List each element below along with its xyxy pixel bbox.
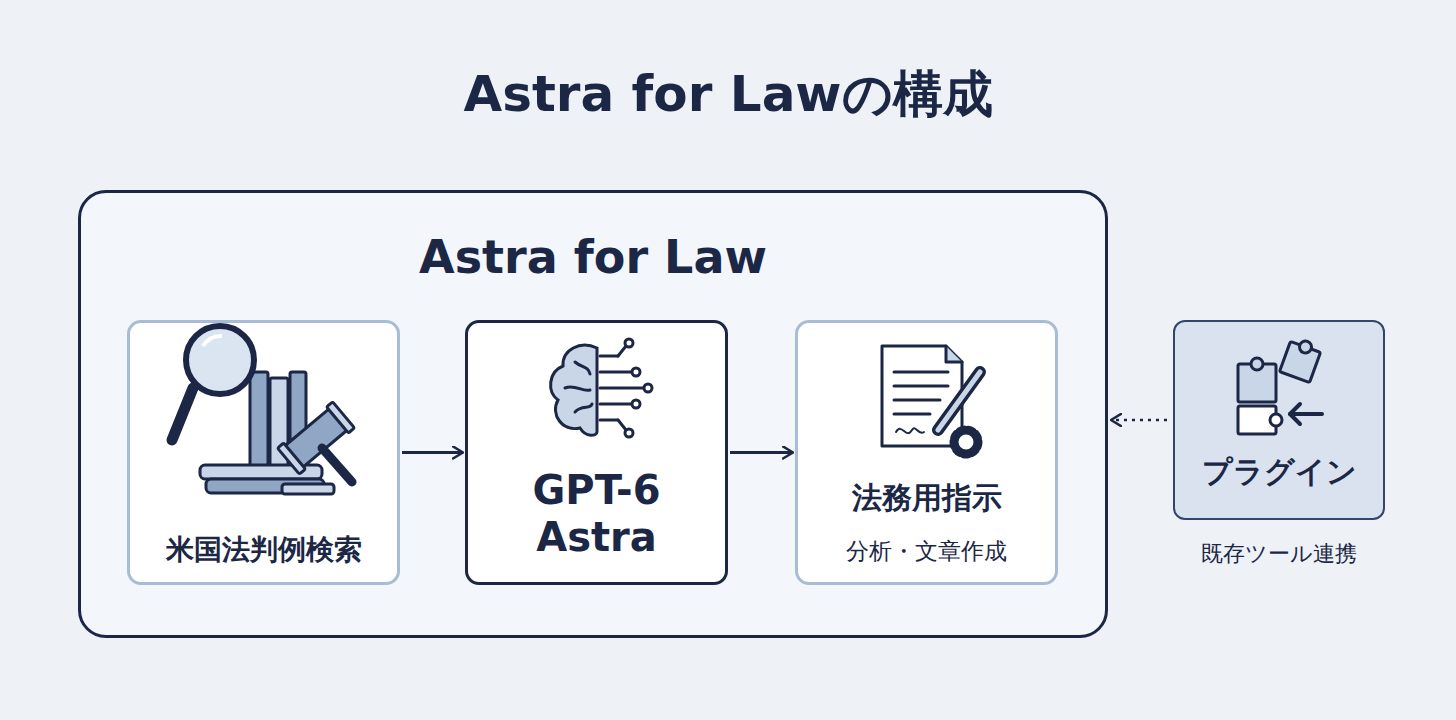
node-label: 法務用指示	[798, 479, 1055, 517]
node-label: プラグイン	[1175, 453, 1383, 491]
plugin-box: プラグイン既存ツール連携	[1173, 320, 1385, 520]
node-sublabel: 分析・文章作成	[798, 536, 1055, 566]
process-box: 法務用指示分析・文章作成	[795, 320, 1058, 585]
group-heading: Astra for Law	[81, 229, 1105, 285]
node-label: GPT-6 Astra	[468, 467, 725, 561]
group-box: 米国法判例検索 GPT-6 Astra 法務用指示分析・文章作成 Astra for …	[78, 190, 1108, 638]
connector-arrow	[1111, 419, 1167, 421]
node-label: 米国法判例検索	[130, 532, 397, 568]
node-caption: 既存ツール連携	[1175, 540, 1383, 568]
model-box: GPT-6 Astra	[465, 320, 728, 585]
process-box: 米国法判例検索	[127, 320, 400, 585]
diagram-title: Astra for Lawの構成	[0, 64, 1456, 124]
